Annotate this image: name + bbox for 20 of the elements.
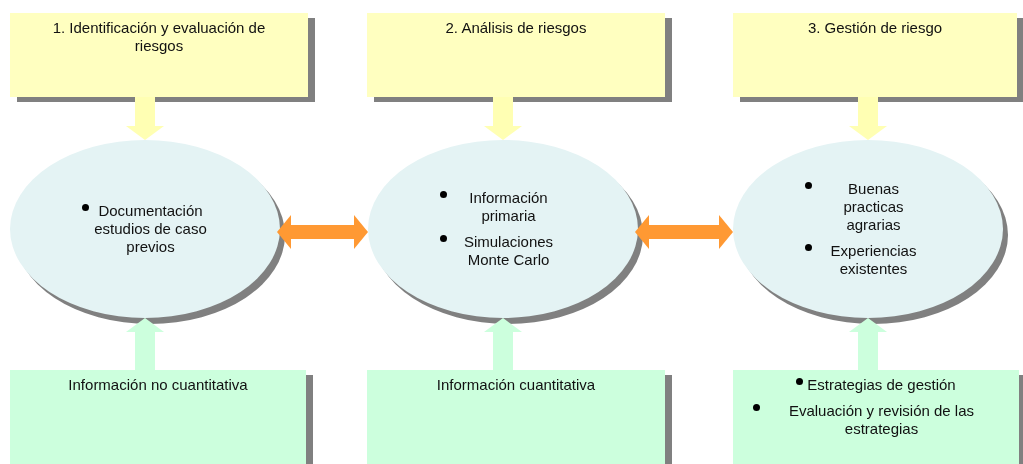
bullet-text: Estrategias de gestión [807, 376, 956, 394]
block-arrow [277, 215, 368, 249]
stage-title: 2. Análisis de riesgos [445, 19, 587, 37]
input-text: Información no cuantitativa [68, 376, 248, 394]
bullet-text: Simulaciones Monte Carlo [462, 233, 555, 269]
block-arrow [635, 215, 733, 249]
input-text: Información cuantitativa [436, 376, 596, 394]
block-arrow [849, 97, 887, 140]
block-arrow [849, 318, 887, 370]
block-arrow [126, 97, 164, 140]
block-arrow [484, 318, 522, 370]
stage-title: 1. Identificación y evaluación de riesgos [51, 19, 267, 55]
bullet-text: Información primaria [468, 189, 549, 225]
block-arrow [484, 97, 522, 140]
bullet-text: Evaluación y revisión de las estrategias [787, 402, 976, 438]
stage-title: 3. Gestión de riesgo [807, 19, 943, 37]
bullet-text: Documentación estudios de caso previos [93, 202, 208, 256]
bullet-text: Buenas practicas agrarias [842, 180, 905, 234]
block-arrow [126, 318, 164, 370]
bullet-text: Experiencias existentes [829, 242, 918, 278]
